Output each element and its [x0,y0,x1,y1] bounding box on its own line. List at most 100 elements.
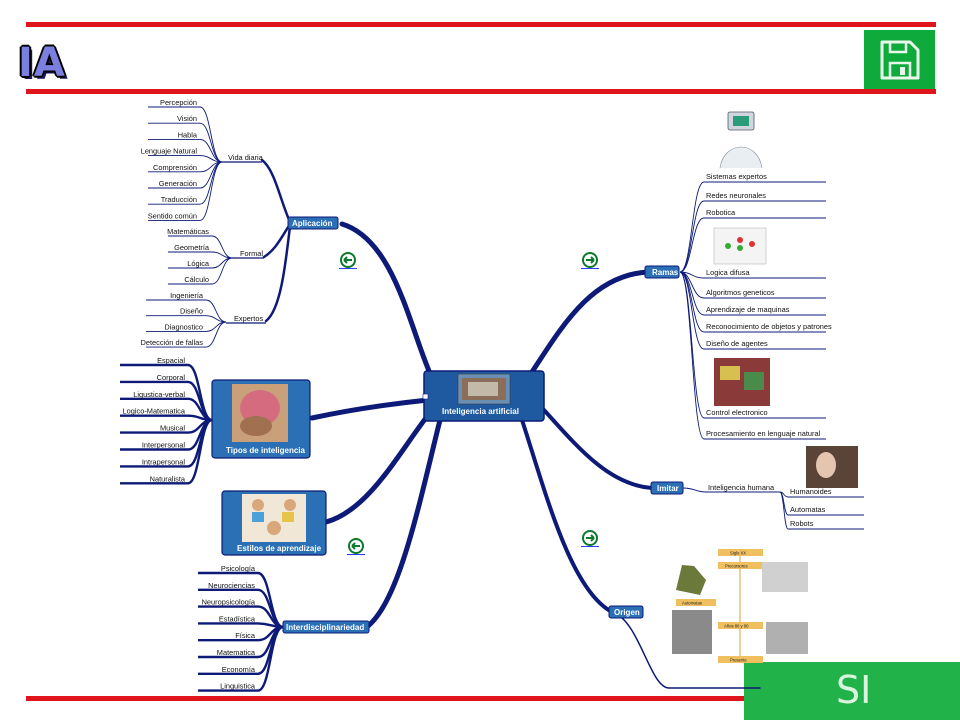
leaf-line [679,181,826,273]
leaf-line [679,200,826,273]
interdisciplinariedad-node[interactable]: Interdisciplinariedad [282,620,370,634]
leaf-line [148,155,223,163]
origen-node[interactable]: Origen [608,605,644,619]
origen-timeline: Siglo XX Precursores Automatas Años 80 y… [672,549,808,663]
leaf-label: Naturalista [150,474,186,483]
leaf-line [679,271,826,440]
leaf-label: Geometría [174,243,210,252]
leaf-label: Humanoides [790,487,832,496]
header-red-rule [26,89,936,94]
ramas-label: Ramas [652,268,679,277]
timeline-presente: Presente [730,658,747,663]
leaf-label: Generación [159,179,197,188]
leaf-label: Sistemas expertos [706,172,767,181]
control-electronico-image [714,358,770,406]
si-button-label[interactable]: SI [836,668,872,712]
inteligencia-humana-label: Inteligencia humana [708,483,775,492]
bottom-red-rule [26,696,746,701]
leaf-label: Comprensión [153,163,197,172]
leaf-label: Diagnostico [164,322,203,331]
leaf-label: Matemáticas [167,227,209,236]
imitar-line [682,487,780,493]
ramas-node[interactable]: Ramas [644,265,680,279]
leaf-line [168,235,233,259]
tipos-label: Tipos de inteligencia [226,446,306,455]
floppy-disk-icon [880,40,920,80]
leaf-label: Diseño de agentes [706,339,768,348]
leaf-line [679,271,826,350]
leaf-label: Traducción [161,195,197,204]
interdisciplinariedad-label: Interdisciplinariedad [286,623,364,632]
leaf-label: Reconocimiento de objetos y patrones [706,322,832,331]
aplicacion-label: Aplicación [292,219,333,228]
leaf-label: Logica difusa [706,268,750,277]
formal-label: Formal [240,249,263,258]
expertos-label: Expertos [234,314,263,323]
leaf-label: Percepción [160,98,197,107]
leaf-line [146,299,227,323]
leaf-label: Interpersonal [142,441,185,450]
circle-arrow-right-icon[interactable] [581,251,599,269]
leaf-label: Robots [790,519,814,528]
leaf-line [679,217,826,273]
leaf-label: Algoritmos geneticos [706,288,775,297]
leaf-label: Ingeniería [170,291,204,300]
si-button[interactable] [744,662,960,720]
timeline-precursores: Precursores [725,564,748,569]
leaf-line [168,257,233,285]
tipos-node[interactable]: Tipos de inteligencia [211,379,311,459]
leaf-line [148,138,223,163]
leaf-line [148,161,223,221]
save-button[interactable] [864,30,935,89]
leaf-label: Redes neuronales [706,191,766,200]
aplicacion-node[interactable]: Aplicación [287,216,339,230]
timeline-siglo-xx: Siglo XX [730,551,746,556]
leaf-label: Diseño [180,307,203,316]
leaf-label: Procesamiento en lenguaje natural [706,429,821,438]
logica-difusa-image [713,227,767,265]
top-red-rule [26,22,936,27]
leaf-label: Intrapersonal [142,457,185,466]
leaf-line [679,271,826,279]
leaf-line [168,251,233,259]
timeline-automatas: Automatas [682,601,702,606]
leaf-label: Ligustica-verbal [133,390,185,399]
leaf-label: Economía [222,665,256,674]
leaf-line [148,122,223,163]
leaf-line [120,418,213,485]
circle-arrow-left-icon[interactable] [347,537,365,555]
vida-diaria-label: Vida diaria [228,153,264,162]
leaf-label: Física [235,631,256,640]
leaf-line [779,491,864,530]
leaf-label: Musical [160,424,185,433]
leaf-label: Linguistica [220,682,256,691]
imitar-node[interactable]: Imitar [650,481,684,495]
branch-connectors [260,158,761,689]
estilos-label: Estilos de aprendizaje [237,544,322,553]
leaf-line [120,414,213,422]
leaf-label: Sentido común [148,211,197,220]
leaf-label: Habla [178,130,198,139]
leaf-label: Robotica [706,208,736,217]
humanoide-image [806,446,858,488]
circle-arrow-right-icon[interactable] [581,529,599,547]
center-node-label: Inteligencia artificial [442,407,519,416]
leaf-lines [120,106,864,692]
leaf-line [779,491,864,498]
leaf-line [198,625,284,692]
leaf-line [198,622,284,629]
center-node[interactable]: Inteligencia artificial [422,370,545,422]
imitar-label: Imitar [657,484,679,493]
leaf-label: Estadística [219,614,256,623]
leaf-label: Aprendizaje de maquinas [706,305,790,314]
estilos-node[interactable]: Estilos de aprendizaje [221,490,327,556]
leaf-label: Psicología [221,564,256,573]
sistemas-expertos-image [719,111,763,169]
leaf-line [146,315,227,323]
circle-arrow-left-icon[interactable] [339,251,357,269]
leaf-label: Control electronico [706,408,768,417]
leaf-label: Automatas [790,505,826,514]
leaf-label: Matematica [217,648,256,657]
